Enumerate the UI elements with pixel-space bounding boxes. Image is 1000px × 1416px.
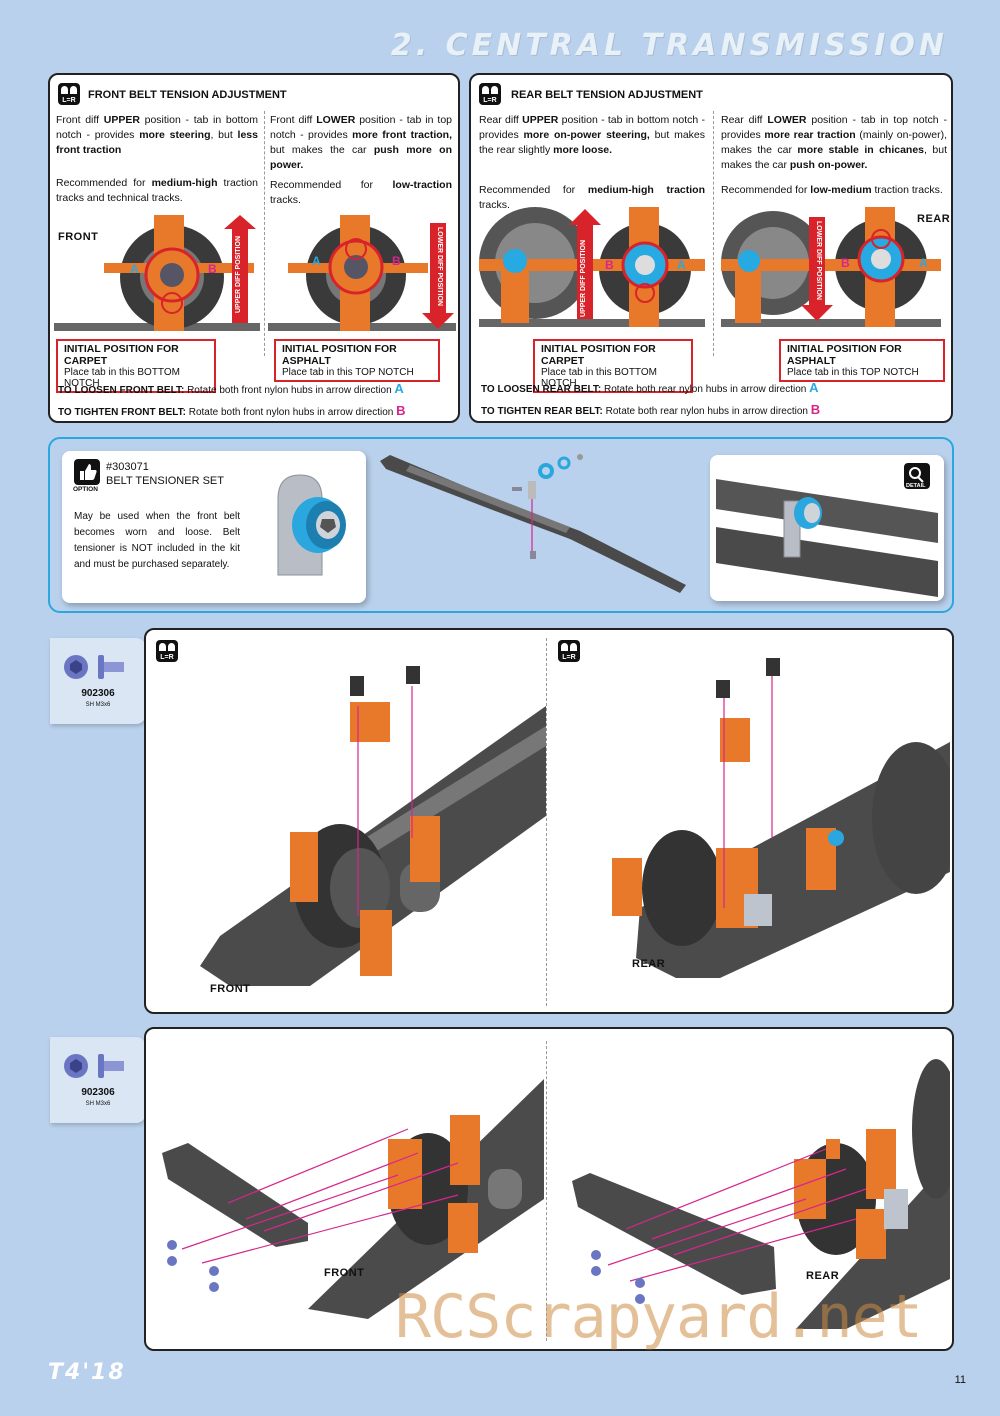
option-part-name: BELT TENSIONER SET — [106, 475, 224, 487]
step2-parts-tab: 902306 SH M3x6 — [50, 1037, 146, 1123]
rear-side-label: REAR — [917, 213, 951, 225]
option-tensioner-panel: OPTION #303071 BELT TENSIONER SET May be… — [48, 437, 954, 613]
front-lower-rec: Recommended for low-traction tracks. — [270, 179, 452, 206]
rear-lower-text: Rear diff LOWER position - tab in top no… — [721, 114, 948, 171]
rear-upper-rec: Recommended for medium-high traction tra… — [479, 184, 705, 211]
svg-text:A: A — [677, 258, 686, 272]
front-upper-arrow-text: UPPER DIFF POSITION — [235, 236, 242, 313]
rear-heading: REAR BELT TENSION ADJUSTMENT — [511, 89, 703, 101]
watermark: RCScrapyard.net — [395, 1282, 923, 1352]
step1-front-label: FRONT — [210, 983, 251, 995]
front-upper-text: Front diff UPPER position - tab in botto… — [56, 114, 258, 156]
model-logo: T4'18 — [48, 1360, 126, 1385]
step2-panel: FRONT REAR — [144, 1027, 954, 1351]
detail-badge: DETAIL — [906, 483, 926, 489]
step2-front-label: FRONT — [324, 1267, 365, 1279]
detail-magnifier-icon — [904, 463, 930, 489]
front-upper-rec: Recommended for medium-high traction tra… — [56, 177, 258, 204]
front-lower-text: Front diff LOWER position - tab in top n… — [270, 114, 453, 171]
rear-upper-text: Rear diff UPPER position - tab in bottom… — [479, 114, 706, 156]
front-belt-panel: L=R FRONT BELT TENSION ADJUSTMENT Front … — [48, 73, 460, 423]
detail-card: DETAIL — [710, 455, 944, 601]
page-number: 11 — [954, 1374, 966, 1386]
rear-lower-arrow-text: LOWER DIFF POSITION — [815, 221, 822, 300]
mirror-lr-icon: L=R — [58, 83, 80, 105]
mirror-lr-icon: L=R — [558, 640, 580, 662]
svg-text:A: A — [130, 262, 139, 276]
detail-belt-illustration — [716, 479, 938, 597]
front-loosen-instruction: TO LOOSEN FRONT BELT: Rotate both front … — [58, 381, 404, 396]
front-bulkhead-assembly — [200, 666, 546, 986]
mirror-lr-icon: L=R — [479, 83, 501, 105]
front-tighten-instruction: TO TIGHTEN FRONT BELT: Rotate both front… — [58, 403, 406, 418]
front-bulkhead-brace-assembly — [162, 1079, 544, 1319]
rear-belt-panel: L=R REAR BELT TENSION ADJUSTMENT Rear di… — [469, 73, 953, 423]
step1-rear-label: REAR — [632, 958, 666, 970]
svg-text:A: A — [919, 256, 928, 270]
step1-panel: L=R L=R FRONT REAR — [144, 628, 954, 1014]
option-card: OPTION #303071 BELT TENSIONER SET May be… — [62, 451, 366, 603]
front-lower-diff-illustration: LOWER DIFF POSITION A B — [268, 215, 456, 331]
rear-tighten-instruction: TO TIGHTEN REAR BELT: Rotate both rear n… — [481, 402, 821, 417]
front-lower-arrow-text: LOWER DIFF POSITION — [436, 227, 443, 306]
rear-lower-diff-illustration: LOWER DIFF POSITION B A — [721, 207, 941, 327]
screw-icon — [64, 655, 124, 679]
step2-part-number: 902306 — [81, 1087, 115, 1098]
svg-text:A: A — [312, 254, 321, 268]
thumbs-up-icon — [74, 459, 100, 485]
step1-part-number: 902306 — [81, 688, 115, 699]
front-upper-diff-illustration: UPPER DIFF POSITION A B — [54, 215, 260, 331]
belt-tensioner-illustration — [277, 474, 346, 576]
step2-part-desc: SH M3x6 — [85, 1101, 111, 1107]
rear-upper-diff-illustration: UPPER DIFF POSITION B A — [479, 207, 705, 327]
mirror-lr-icon: L=R — [156, 640, 178, 662]
step2-rear-label: REAR — [806, 1270, 840, 1282]
rear-lower-rec: Recommended for low-medium traction trac… — [721, 184, 943, 196]
front-side-label: FRONT — [58, 231, 99, 243]
chassis-tensioner-diagram — [380, 454, 686, 593]
svg-text:B: B — [841, 256, 850, 270]
rear-bulkhead-assembly — [612, 658, 950, 978]
screw-icon — [64, 1054, 124, 1078]
rear-bulkhead-brace-assembly — [572, 1059, 950, 1329]
svg-text:B: B — [208, 262, 217, 276]
option-description: May be used when the front belt becomes … — [74, 511, 240, 570]
page-title: 2. CENTRAL TRANSMISSION — [390, 28, 948, 63]
step1-parts-tab: 902306 SH M3x6 — [50, 638, 146, 724]
rear-upper-arrow-text: UPPER DIFF POSITION — [580, 240, 587, 317]
option-part-number: #303071 — [106, 461, 149, 473]
front-heading: FRONT BELT TENSION ADJUSTMENT — [88, 89, 287, 101]
svg-text:B: B — [392, 254, 401, 268]
option-badge: OPTION — [73, 486, 98, 493]
rear-loosen-instruction: TO LOOSEN REAR BELT: Rotate both rear ny… — [481, 380, 819, 395]
step1-part-desc: SH M3x6 — [85, 702, 111, 708]
svg-text:B: B — [605, 258, 614, 272]
